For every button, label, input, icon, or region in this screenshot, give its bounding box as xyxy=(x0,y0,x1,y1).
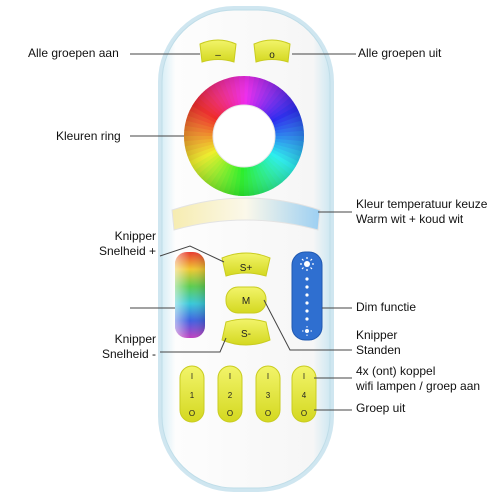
sun-dim-icon xyxy=(302,326,312,336)
speed-plus-button[interactable]: S+ xyxy=(221,252,271,277)
svg-text:O: O xyxy=(301,409,307,418)
dim-level-dot xyxy=(305,277,309,281)
label-modes: Knipper Standen xyxy=(356,328,401,358)
group-button-4[interactable]: I 4 O xyxy=(291,365,317,423)
label-modes-line1: Knipper xyxy=(356,328,398,342)
svg-text:S-: S- xyxy=(241,329,251,340)
svg-text:O: O xyxy=(265,409,271,418)
label-color-temp-line1: Kleur temperatuur keuze xyxy=(356,197,488,211)
label-group-on-line2: wifi lampen / groep aan xyxy=(356,379,481,393)
svg-text:4: 4 xyxy=(302,391,307,400)
dim-level-dots xyxy=(305,277,309,321)
dim-level-dot xyxy=(305,285,309,289)
dim-level-dot xyxy=(305,293,309,297)
label-speed-down-line1: Knipper xyxy=(114,332,156,346)
label-color-temp: Kleur temperatuur keuze Warm wit + koud … xyxy=(356,197,487,227)
dim-level-dot xyxy=(305,309,309,313)
svg-text:I: I xyxy=(303,372,305,381)
svg-text:I: I xyxy=(191,372,193,381)
label-color-ring: Kleuren ring xyxy=(56,129,121,143)
svg-text:I: I xyxy=(267,372,269,381)
label-all-groups-on: Alle groepen aan xyxy=(28,46,119,60)
sun-bright-icon xyxy=(300,257,314,271)
leader-modes xyxy=(263,299,352,351)
label-group-on-line1: 4x (ont) koppel xyxy=(356,364,436,378)
all-off-button[interactable]: o xyxy=(253,39,291,63)
svg-text:O: O xyxy=(227,409,233,418)
svg-text:O: O xyxy=(189,409,195,418)
speed-minus-button[interactable]: S- xyxy=(221,318,271,346)
label-dim: Dim functie xyxy=(356,300,417,314)
label-group-on: 4x (ont) koppel wifi lampen / groep aan xyxy=(356,364,480,394)
svg-text:I: I xyxy=(229,372,231,381)
label-speed-down: Knipper Snelheid - xyxy=(102,332,156,362)
svg-text:o: o xyxy=(269,50,275,61)
dim-bar[interactable] xyxy=(291,251,323,341)
color-strip[interactable] xyxy=(175,252,205,338)
mode-button[interactable]: M xyxy=(225,286,267,314)
leader-lines xyxy=(130,53,356,411)
color-temperature-slider[interactable] xyxy=(171,197,321,231)
svg-text:3: 3 xyxy=(266,391,271,400)
svg-text:2: 2 xyxy=(228,391,233,400)
svg-text:M: M xyxy=(242,296,250,307)
group-button-2[interactable]: I 2 O xyxy=(217,365,243,423)
group-button-3[interactable]: I 3 O xyxy=(255,365,281,423)
svg-text:S+: S+ xyxy=(240,263,253,274)
label-speed-up-line1: Knipper xyxy=(114,229,156,243)
label-speed-up-line2: Snelheid + xyxy=(98,244,156,258)
label-color-temp-line2: Warm wit + koud wit xyxy=(356,212,464,226)
dim-level-dot xyxy=(305,301,309,305)
leader-speed-plus xyxy=(159,245,225,263)
svg-text:1: 1 xyxy=(190,391,195,400)
svg-text:–: – xyxy=(215,50,221,61)
color-ring-center xyxy=(212,104,276,168)
label-speed-up: Knipper Snelheid + xyxy=(99,229,156,259)
dim-level-dot xyxy=(305,317,309,321)
leader-speed-minus xyxy=(160,337,227,353)
group-button-1[interactable]: I 1 O xyxy=(179,365,205,423)
label-group-off: Groep uit xyxy=(356,401,406,415)
label-modes-line2: Standen xyxy=(356,343,401,357)
label-speed-down-line2: Snelheid - xyxy=(101,347,156,361)
all-on-button[interactable]: – xyxy=(199,39,237,63)
label-all-groups-off: Alle groepen uit xyxy=(358,46,442,60)
